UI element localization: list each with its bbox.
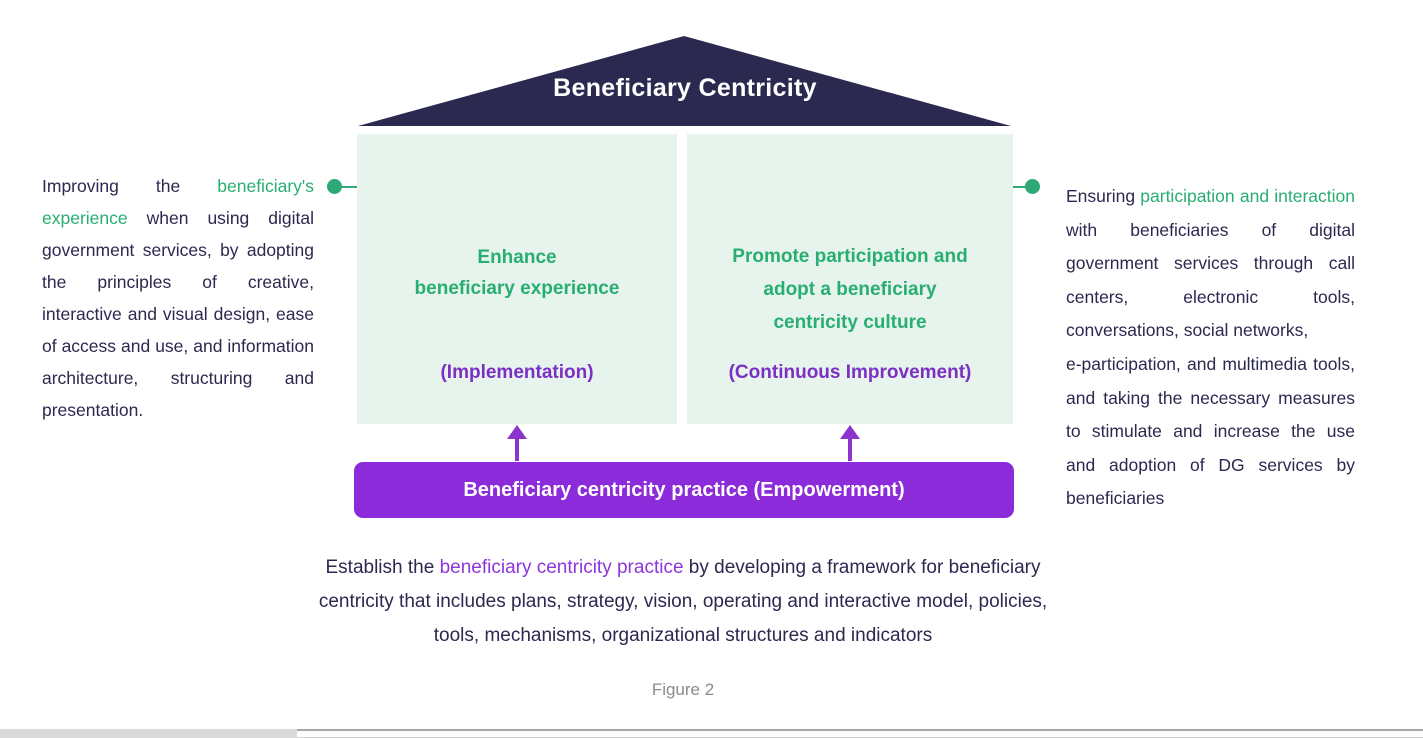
box-2-title-line-2: adopt a beneficiary [763,279,937,300]
box-2-title-line-3: centricity culture [773,312,927,333]
box-1-title: Enhance beneficiary experience [357,242,677,304]
left-annotation-pre: Improving the [42,176,218,196]
right-annotation-text: Ensuring participation and interaction w… [1066,180,1355,348]
scrollbar-thumb[interactable] [0,729,297,738]
box-2-subtitle: (Continuous Improvement) [728,362,972,383]
horizontal-scrollbar[interactable] [0,729,1423,738]
right-annotation-post: with beneficiaries of digital government… [1066,219,1355,341]
box-1-subtitle: (Implementation) [440,362,594,383]
caption-highlight: beneficiary centricity practice [439,557,684,578]
left-annotation-post: when using digital government services, … [42,208,314,420]
caption-pre: Establish the [325,557,440,578]
box-enhance-beneficiary-experience: Enhance beneficiary experience (Implemen… [357,134,677,424]
right-annotation: Ensuring participation and interaction w… [1066,180,1355,516]
box-promote-participation: Promote participation and adopt a benefi… [687,134,1013,424]
right-annotation-text-2: e-participation, and multimedia tools, a… [1066,353,1355,509]
left-annotation: Improving the beneficiary's experience w… [42,170,314,426]
right-annotation-highlight: participation and interaction [1140,186,1355,206]
connector-dot-left [327,179,342,194]
roof-title: Beneficiary Centricity [553,74,817,102]
left-annotation-highlight: beneficiary's experience [42,176,314,228]
box-1-title-line-1: Enhance [477,247,557,268]
box-1-title-line-2: beneficiary experience [414,278,620,299]
roof-triangle-icon [358,36,1011,126]
left-annotation-text: Improving the beneficiary's experience w… [42,170,314,426]
empowerment-bar: Beneficiary centricity practice (Empower… [354,462,1014,518]
empowerment-bar-label: Beneficiary centricity practice (Empower… [463,478,905,501]
right-annotation-pre: Ensuring [1066,186,1141,206]
caption-post: by developing a framework for beneficiar… [318,557,1048,646]
arrow-up-right-icon [840,425,860,462]
caption: Establish the beneficiary centricity pra… [303,551,1063,653]
scrollbar-track[interactable] [297,729,1423,738]
box-2-title: Promote participation and adopt a benefi… [687,240,1013,339]
arrow-up-left-icon [507,425,527,462]
connector-dot-right [1025,179,1040,194]
figure-label: Figure 2 [651,680,715,699]
box-2-title-line-1: Promote participation and [732,246,968,267]
